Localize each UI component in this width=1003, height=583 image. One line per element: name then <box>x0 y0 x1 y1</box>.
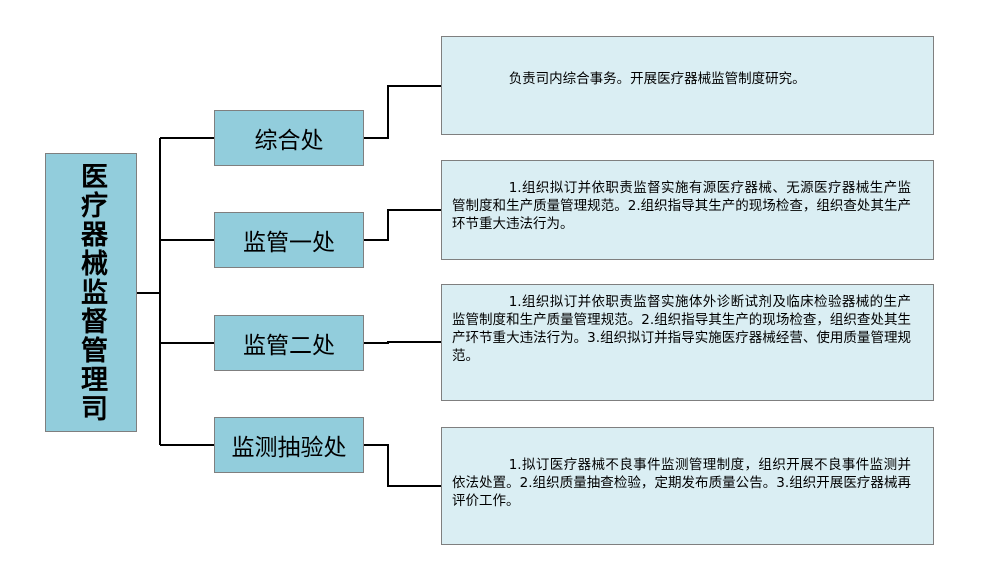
elbow-connector-2 <box>364 341 441 344</box>
dept-label: 监管一处 <box>243 230 335 256</box>
root-node: 医疗器械监督管理司 <box>45 153 137 432</box>
description-box-general: 负责司内综合事务。开展医疗器械监管制度研究。 <box>441 36 934 135</box>
description-text: 1.拟订医疗器械不良事件监测管理制度，组织开展不良事件监测并依法处置。2.组织质… <box>452 457 911 509</box>
dept-node-supervision-2: 监管二处 <box>214 315 364 371</box>
description-text: 1.组织拟订并依职责监督实施体外诊断试剂及临床检验器械的生产监管制度和生产质量管… <box>452 294 911 364</box>
dept-node-supervision-1: 监管一处 <box>214 212 364 268</box>
elbow-connector-0 <box>364 85 441 139</box>
elbow-connector-3 <box>364 444 441 487</box>
description-box-monitoring: 1.拟订医疗器械不良事件监测管理制度，组织开展不良事件监测并依法处置。2.组织质… <box>441 427 934 545</box>
dept-node-general: 综合处 <box>214 110 364 166</box>
description-box-supervision-1: 1.组织拟订并依职责监督实施有源医疗器械、无源医疗器械生产监管制度和生产质量管理… <box>441 160 934 260</box>
dept-label: 监管二处 <box>243 333 335 359</box>
dept-node-monitoring: 监测抽验处 <box>214 417 364 473</box>
dept-label: 综合处 <box>254 128 324 154</box>
description-text: 1.组织拟订并依职责监督实施有源医疗器械、无源医疗器械生产监管制度和生产质量管理… <box>452 180 911 232</box>
dept-label: 监测抽验处 <box>231 435 347 461</box>
description-box-supervision-2: 1.组织拟订并依职责监督实施体外诊断试剂及临床检验器械的生产监管制度和生产质量管… <box>441 284 934 401</box>
root-label: 医疗器械监督管理司 <box>76 162 107 423</box>
description-text: 负责司内综合事务。开展医疗器械监管制度研究。 <box>508 71 806 87</box>
elbow-connector-1 <box>364 209 441 241</box>
